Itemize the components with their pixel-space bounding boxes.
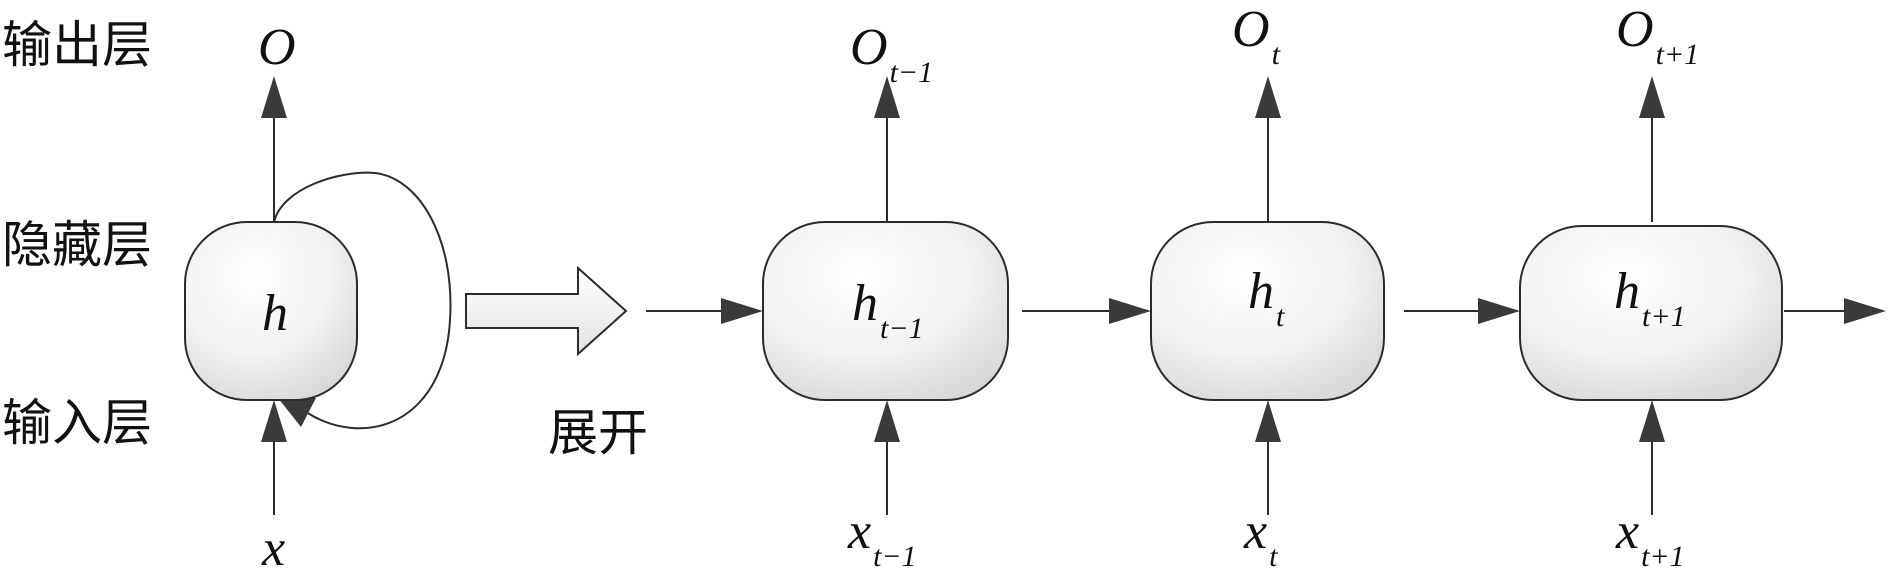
output-subscript: t−1 <box>890 56 934 89</box>
folded-output-symbol: O <box>258 19 296 76</box>
input-subscript: t <box>1269 540 1278 573</box>
folded-rnn: O h x <box>184 19 452 577</box>
step-t: Ot ht xt <box>1022 1 1385 573</box>
folded-output-arrowhead <box>261 76 287 118</box>
output-layer-label: 输出层 <box>2 16 152 74</box>
hidden-node <box>762 221 1009 401</box>
output-arrowhead <box>1255 76 1281 118</box>
input-main: x <box>847 503 871 560</box>
input-symbol: xt <box>1243 503 1278 573</box>
output-arrowhead <box>874 76 900 118</box>
input-main: x <box>1615 503 1639 560</box>
unfold-arrow: 展开 <box>465 265 648 462</box>
input-subscript: t−1 <box>873 540 917 573</box>
hidden-subscript: t−1 <box>880 312 924 345</box>
unfold-label: 展开 <box>548 404 648 462</box>
output-symbol: Ot <box>1232 1 1281 71</box>
input-symbol: xt+1 <box>1615 503 1685 573</box>
step-t-plus-1: Ot+1 ht+1 xt+1 <box>1404 1 1886 573</box>
hidden-layer-label: 隐藏层 <box>2 216 152 274</box>
output-symbol: Ot−1 <box>850 19 933 89</box>
hidden-subscript: t+1 <box>1642 300 1686 333</box>
folded-input-symbol: x <box>261 520 285 577</box>
hidden-main: h <box>1248 263 1274 320</box>
input-arrowhead <box>1255 400 1281 442</box>
unfold-arrow-shape <box>465 265 628 357</box>
output-subscript: t+1 <box>1656 38 1700 71</box>
incoming-hidden-arrowhead <box>721 298 763 324</box>
outgoing-hidden-arrowhead <box>1844 298 1886 324</box>
hidden-symbol: ht+1 <box>1614 263 1686 333</box>
hidden-node <box>1519 225 1783 401</box>
hidden-main: h <box>852 275 878 332</box>
output-symbol: Ot+1 <box>1616 1 1699 71</box>
hidden-main: h <box>1614 263 1640 320</box>
folded-hidden-symbol: h <box>262 285 288 342</box>
folded-hidden-node <box>184 221 358 401</box>
hidden-symbol: ht <box>1248 263 1285 333</box>
hidden-symbol: ht−1 <box>852 275 924 345</box>
input-main: x <box>1243 503 1267 560</box>
hidden-transition-arrowhead <box>1478 298 1520 324</box>
input-symbol: xt−1 <box>847 503 917 573</box>
output-main: O <box>1232 1 1270 58</box>
output-main: O <box>850 19 888 76</box>
hidden-node <box>1150 221 1385 401</box>
step-t-minus-1: Ot−1 ht−1 xt−1 <box>646 19 1009 573</box>
input-layer-label: 输入层 <box>2 394 152 452</box>
input-subscript: t+1 <box>1641 540 1685 573</box>
input-arrowhead <box>874 400 900 442</box>
output-main: O <box>1616 1 1654 58</box>
input-arrowhead <box>1639 400 1665 442</box>
folded-input-arrowhead <box>261 400 287 442</box>
hidden-transition-arrowhead <box>1109 298 1151 324</box>
output-subscript: t <box>1272 38 1281 71</box>
output-arrowhead <box>1639 76 1665 118</box>
recurrent-loop-path <box>273 171 452 430</box>
recurrent-loop-arrowhead <box>278 398 316 427</box>
hidden-subscript: t <box>1276 300 1285 333</box>
